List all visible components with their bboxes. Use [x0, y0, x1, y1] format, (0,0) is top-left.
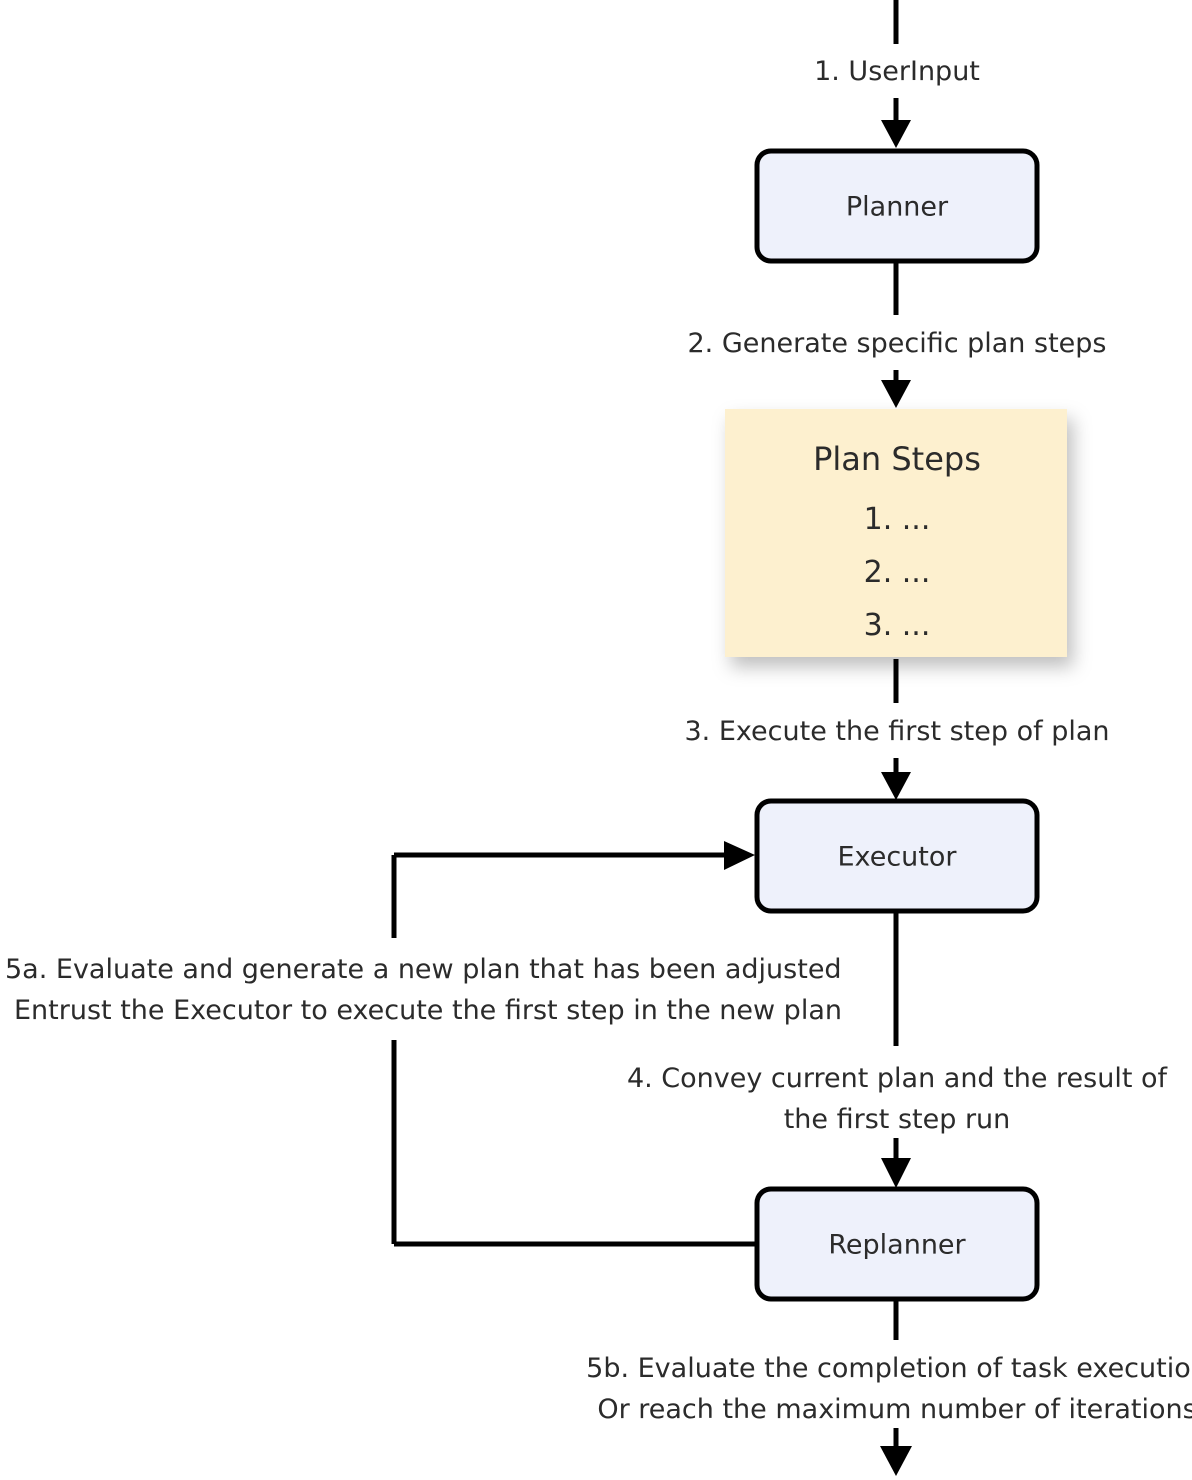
edge-label-replan-loop-line1: 5a. Evaluate and generate a new plan tha…: [5, 954, 842, 985]
arrowhead-into-plan-steps: [881, 380, 911, 408]
plan-steps-item-1: 1. ...: [864, 502, 931, 537]
plan-steps-item-2: 2. ...: [864, 555, 931, 590]
node-planner-label: Planner: [846, 192, 949, 223]
node-executor-label: Executor: [838, 842, 958, 873]
plan-steps-item-3: 3. ...: [864, 608, 931, 643]
arrowhead-into-replanner: [881, 1158, 911, 1188]
edge-label-convey-result-line1: 4. Convey current plan and the result of: [627, 1063, 1169, 1094]
node-planner[interactable]: [754, 148, 1040, 264]
edge-label-finish-line2: Or reach the maximum number of iteration…: [597, 1394, 1192, 1425]
edge-label-replan-loop-line2: Entrust the Executor to execute the firs…: [14, 995, 842, 1026]
edge-label-user-input: 1. UserInput: [814, 56, 980, 87]
plan-steps-title: Plan Steps: [813, 440, 981, 478]
arrowhead-into-planner: [881, 120, 911, 148]
node-replanner-label: Replanner: [828, 1230, 966, 1261]
node-executor[interactable]: [754, 798, 1040, 914]
edge-label-finish-line1: 5b. Evaluate the completion of task exec…: [586, 1353, 1192, 1384]
arrowhead-into-executor: [881, 772, 911, 800]
edge-label-execute-first: 3. Execute the first step of plan: [684, 716, 1109, 747]
node-plan-steps[interactable]: [725, 409, 1067, 657]
arrowhead-finish: [880, 1446, 912, 1476]
edge-label-convey-result-line2: the first step run: [784, 1104, 1011, 1135]
arrowhead-loop-into-executor: [724, 841, 755, 870]
edge-label-generate-plan: 2. Generate specific plan steps: [688, 328, 1107, 359]
